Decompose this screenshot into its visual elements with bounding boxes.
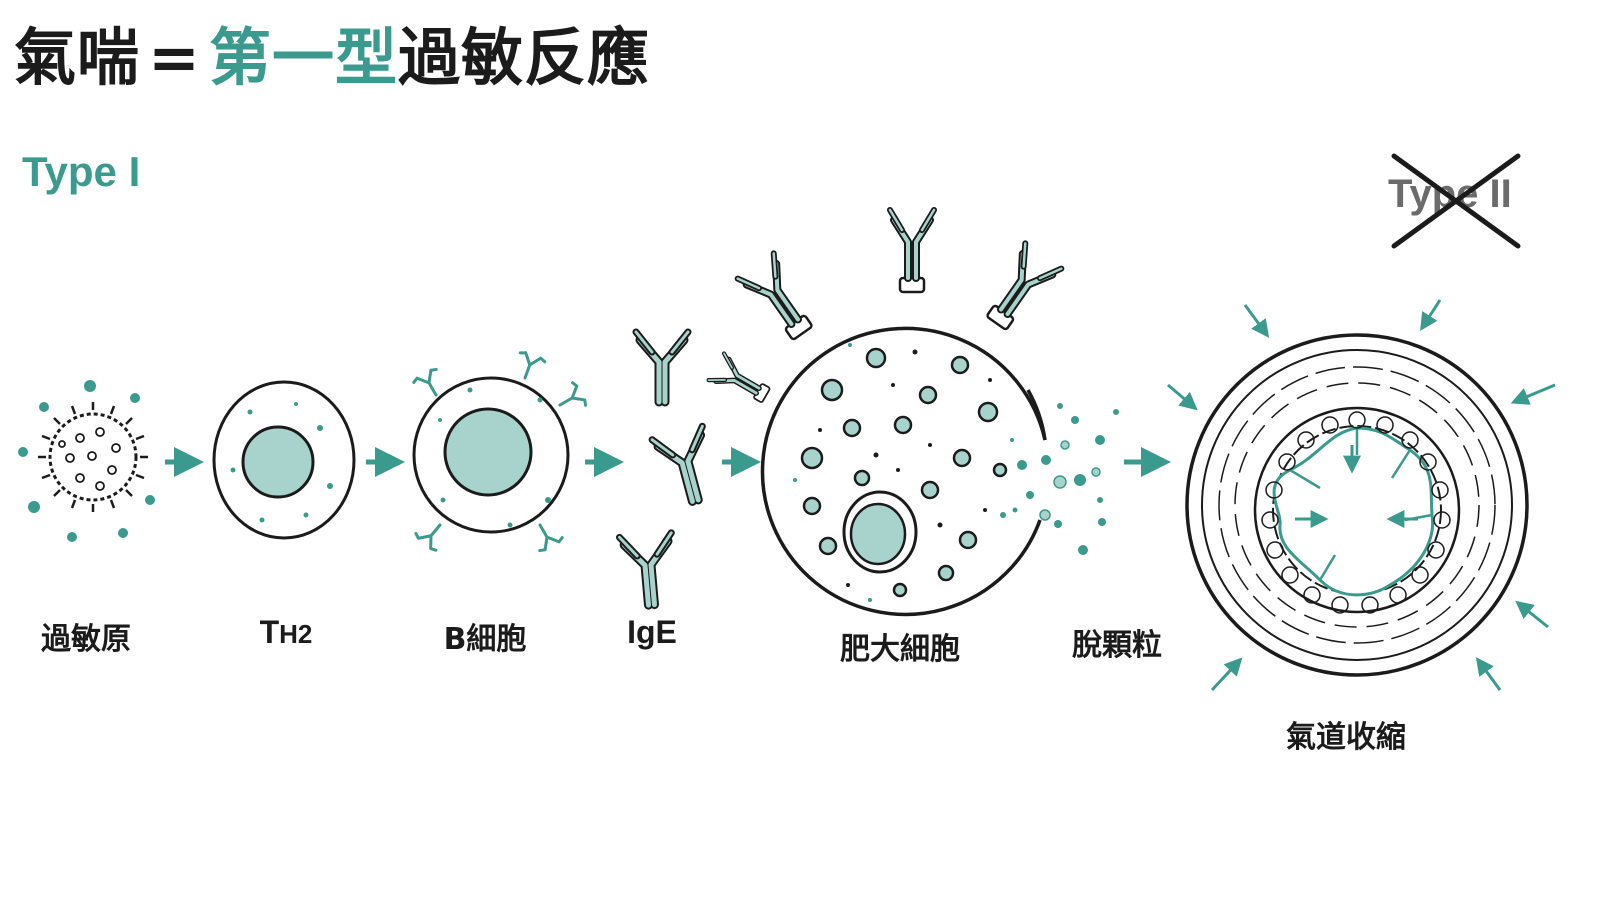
- allergen-pollen-icon: [18, 380, 155, 542]
- ige-antibodies-icon: [619, 332, 720, 607]
- label-mast-cell: 肥大細胞: [840, 632, 960, 667]
- label-ige: IgE: [627, 614, 677, 650]
- type1-label: Type I: [22, 148, 141, 195]
- label-degranulation: 脫顆粒: [1072, 628, 1162, 663]
- title-part1: 氣喘: [14, 21, 141, 94]
- label-allergen: 過敏原: [41, 622, 131, 657]
- label-th2-main: T: [259, 614, 280, 650]
- airway-cross-section-icon: [1167, 299, 1556, 692]
- label-airway: 氣道收縮: [1286, 720, 1406, 755]
- title-accent: 第一型: [208, 21, 398, 94]
- label-th2: TH2: [260, 614, 313, 651]
- mast-cell-icon: [709, 210, 1062, 617]
- label-th2-sub: H2: [279, 619, 313, 649]
- title-equals: =: [148, 21, 201, 94]
- degranulation-particles-icon: [1000, 403, 1119, 555]
- type2-cross-icon: [1391, 153, 1521, 249]
- b-cell-icon: [411, 349, 589, 554]
- title-part2: 過敏反應: [397, 21, 650, 94]
- th2-cell-icon: [212, 380, 356, 540]
- page-title: 氣喘=第一型過敏反應: [14, 18, 650, 98]
- label-b-cell: B細胞: [443, 622, 527, 657]
